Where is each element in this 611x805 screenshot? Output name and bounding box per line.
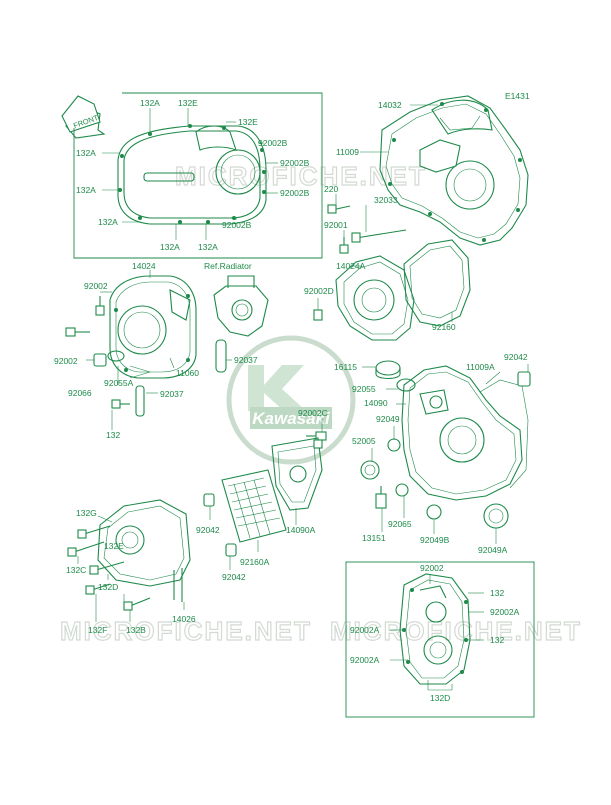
radiator-grille xyxy=(203,469,287,557)
label-132: 132 xyxy=(490,635,504,645)
label-92042: 92042 xyxy=(196,525,220,535)
leaders-left-middle xyxy=(86,270,232,430)
label-92002B: 92002B xyxy=(222,220,252,230)
part-labels: 132A 132E 132E 132A 92002B 92002B 132A 9… xyxy=(54,98,528,703)
label-14032: 14032 xyxy=(378,100,402,110)
label-132E: 132E xyxy=(104,541,124,551)
label-92002A: 92002A xyxy=(350,655,380,665)
leaders-center xyxy=(317,265,453,322)
label-92002B: 92002B xyxy=(280,188,310,198)
label-92055: 92055 xyxy=(352,384,376,394)
label-92002: 92002 xyxy=(84,281,108,291)
label-92037: 92037 xyxy=(160,389,184,399)
label-132D: 132D xyxy=(98,582,118,592)
label-92160A: 92160A xyxy=(240,557,270,567)
label-11009: 11009 xyxy=(336,147,359,157)
label-132: 132 xyxy=(106,430,120,440)
label-132A: 132A xyxy=(98,217,118,227)
label-132E: 132E xyxy=(178,98,198,108)
diagram-code: E1431 xyxy=(505,91,530,101)
label-92049B: 92049B xyxy=(420,535,450,545)
front-arrow: FRONT xyxy=(61,95,106,139)
ref-radiator-label: Ref.Radiator xyxy=(204,261,252,271)
label-132A: 132A xyxy=(198,242,218,252)
clutch-cover xyxy=(117,124,267,225)
label-132A: 132A xyxy=(76,148,96,158)
label-92049A: 92049A xyxy=(478,545,508,555)
leaders-bottom-left xyxy=(77,506,297,622)
label-132A: 132A xyxy=(76,185,96,195)
label-14024A: 14024A xyxy=(336,261,366,271)
label-92002D: 92002D xyxy=(304,286,334,296)
leaders-top-left xyxy=(102,108,278,240)
label-132A: 132A xyxy=(140,98,160,108)
leaders-right-middle xyxy=(321,364,529,544)
watermark: MICROFICHE.NET MICROFICHE.NET MICROFICHE… xyxy=(59,160,582,646)
label-92160: 92160 xyxy=(432,322,456,332)
inner-cover-detail xyxy=(399,573,471,685)
label-92049: 92049 xyxy=(376,414,400,424)
generator-cover-large xyxy=(327,95,529,254)
label-92065: 92065 xyxy=(388,519,412,529)
label-92001: 92001 xyxy=(324,220,348,230)
water-pump-cover xyxy=(65,275,197,417)
label-220: 220 xyxy=(324,184,338,194)
label-92055A: 92055A xyxy=(104,378,134,388)
kawasaki-logo: Kawasaki xyxy=(226,335,356,465)
label-14026: 14026 xyxy=(172,614,196,624)
label-92002A: 92002A xyxy=(350,625,380,635)
watermark-text-right: MICROFICHE.NET xyxy=(330,616,582,646)
label-132: 132 xyxy=(490,588,504,598)
middle-cover xyxy=(313,239,471,341)
label-14090A: 14090A xyxy=(286,525,316,535)
label-52005: 52005 xyxy=(352,436,376,446)
bracket-box-top-left xyxy=(73,92,323,259)
label-132A: 132A xyxy=(160,242,180,252)
label-13151: 13151 xyxy=(362,533,386,543)
logo-text: Kawasaki xyxy=(252,409,331,428)
radiator-ref-part xyxy=(213,275,269,373)
label-92042: 92042 xyxy=(222,572,246,582)
label-92002: 92002 xyxy=(420,563,444,573)
label-92002B: 92002B xyxy=(280,158,310,168)
label-14090: 14090 xyxy=(364,398,388,408)
label-11060: 11060 xyxy=(176,368,199,378)
label-92002A: 92002A xyxy=(490,607,520,617)
label-92066: 92066 xyxy=(68,388,92,398)
cover-plate xyxy=(271,437,323,511)
label-132B: 132B xyxy=(126,625,146,635)
label-132C: 132C xyxy=(66,565,86,575)
leaders-bottom-right xyxy=(390,574,484,691)
label-11009A: 11009A xyxy=(466,362,495,372)
label-92037: 92037 xyxy=(234,355,258,365)
label-16115: 16115 xyxy=(334,362,357,372)
label-132E: 132E xyxy=(238,117,258,127)
bracket-box-bottom-right xyxy=(345,561,535,718)
watermark-text-bottom: MICROFICHE.NET xyxy=(60,616,312,646)
label-92002: 92002 xyxy=(54,356,78,366)
label-132G: 132G xyxy=(76,508,97,518)
label-92002C: 92002C xyxy=(298,408,328,418)
leaders-top-right xyxy=(335,104,438,245)
label-132F: 132F xyxy=(88,625,107,635)
label-92002B: 92002B xyxy=(258,138,288,148)
label-92042: 92042 xyxy=(504,352,528,362)
label-14024: 14024 xyxy=(132,261,156,271)
label-32033: 32033 xyxy=(374,195,398,205)
sprocket-cover xyxy=(67,499,191,611)
right-engine-cover xyxy=(306,360,531,529)
label-132D: 132D xyxy=(430,693,450,703)
